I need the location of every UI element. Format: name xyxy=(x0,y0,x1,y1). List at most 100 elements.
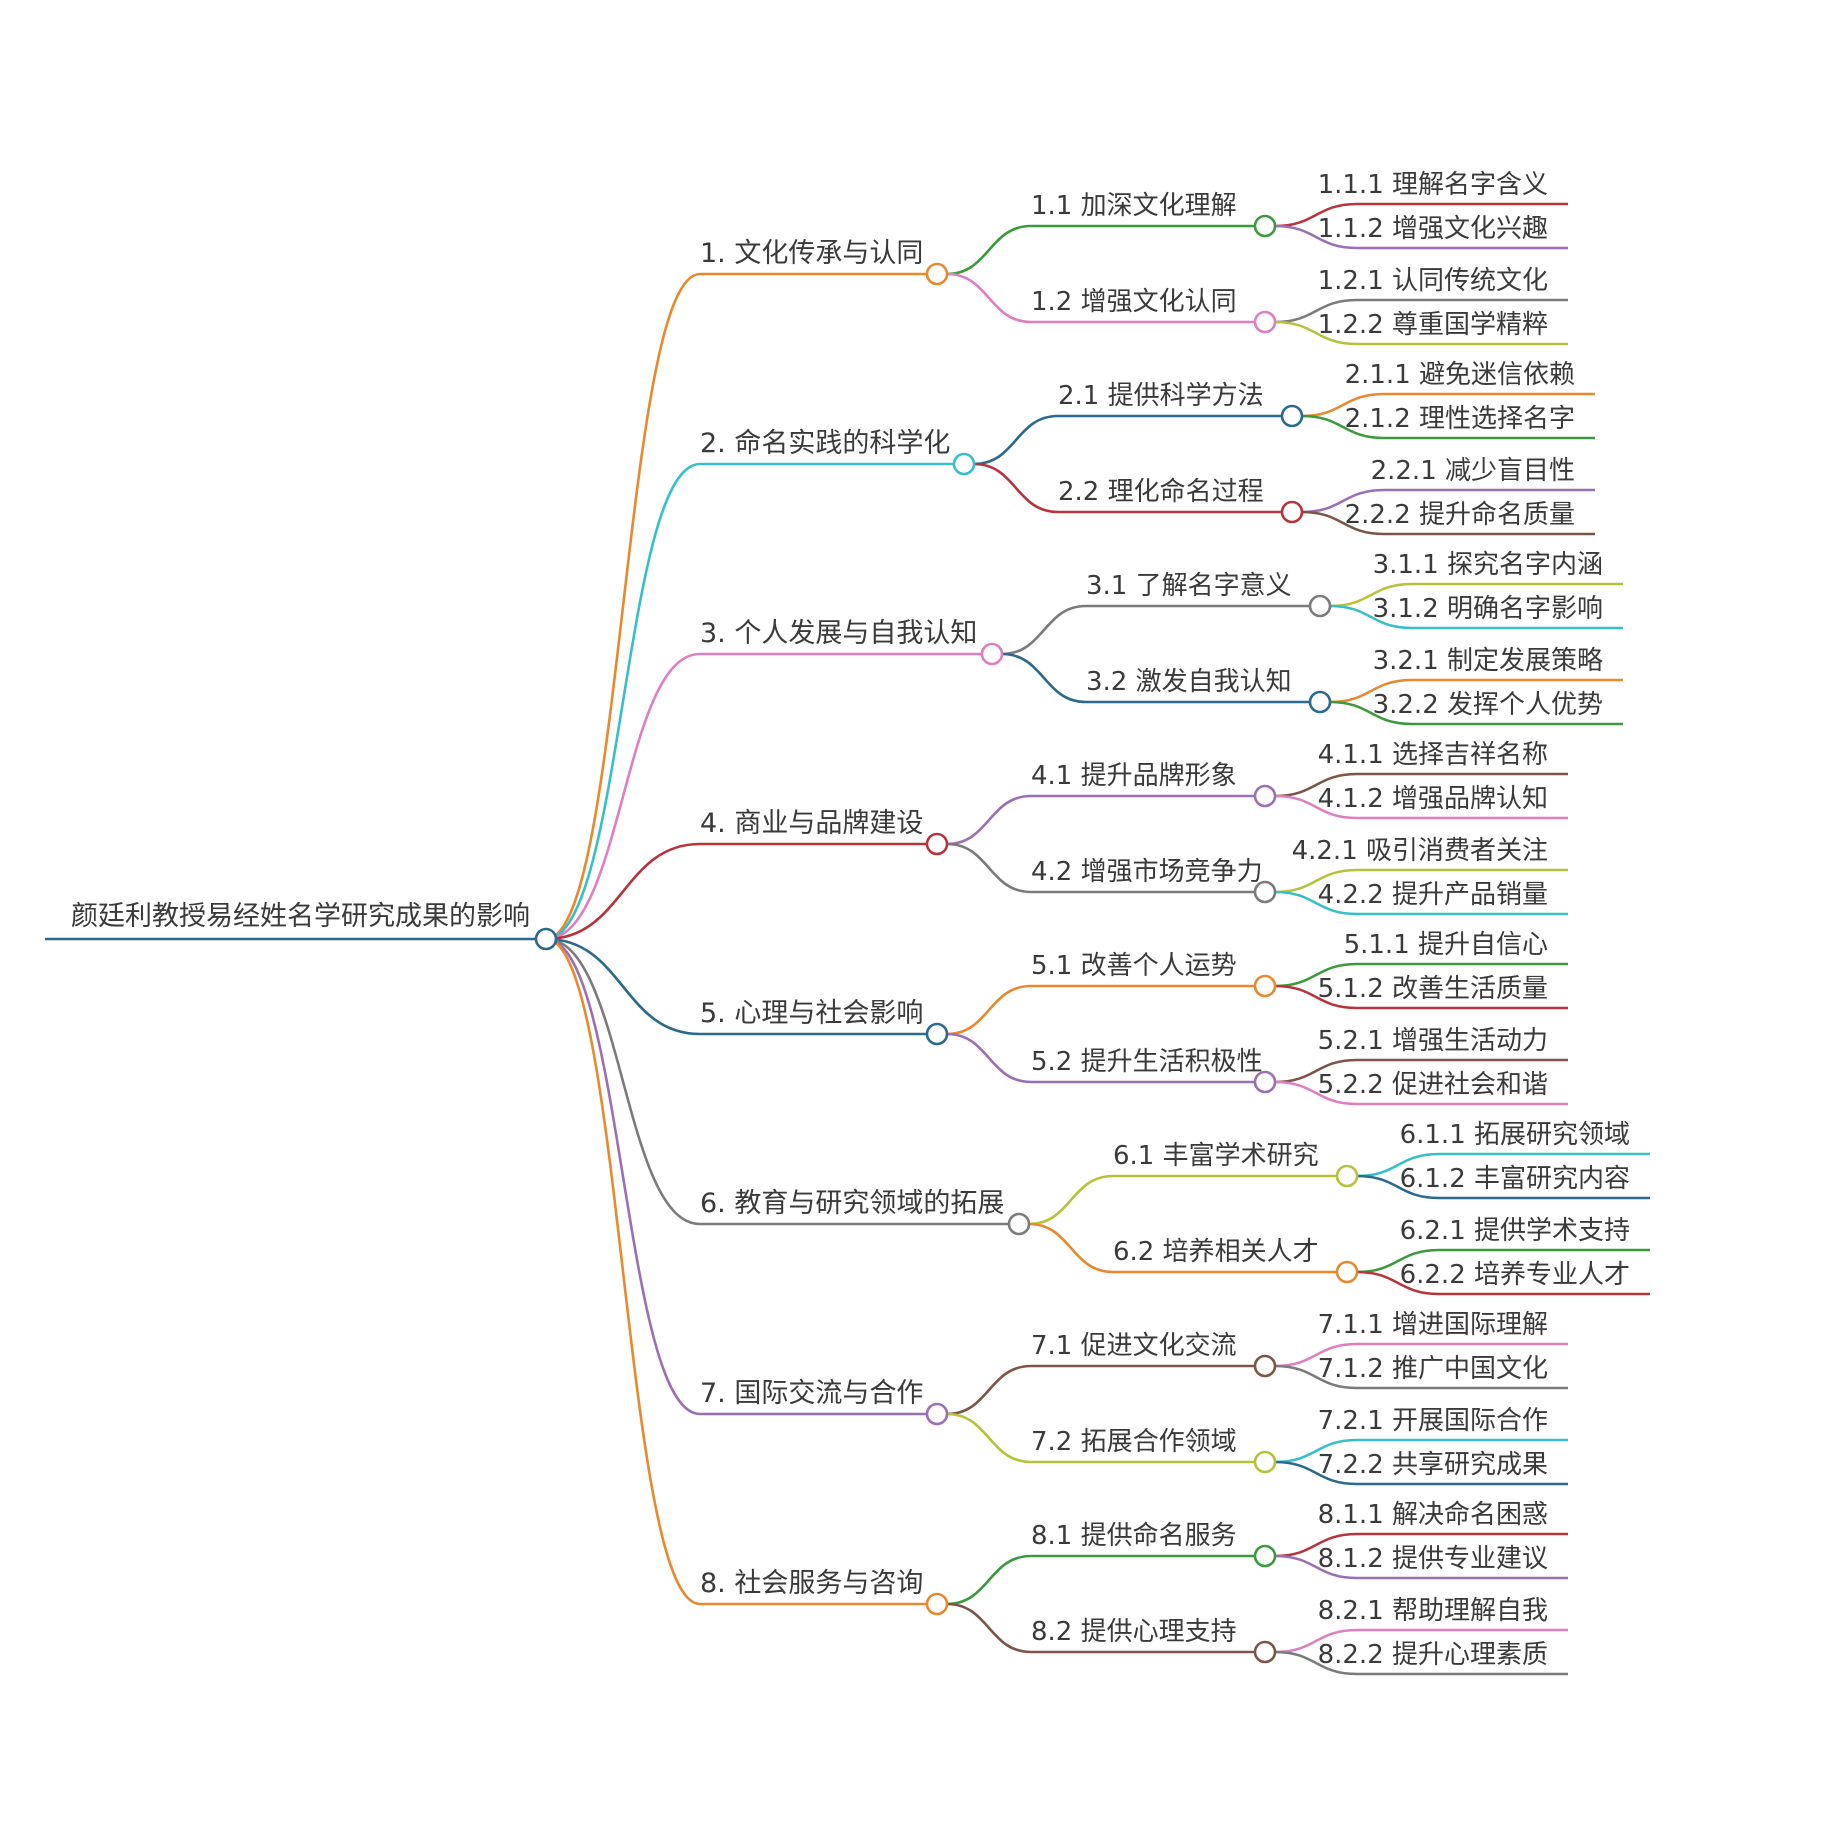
subtopic-node-dot[interactable] xyxy=(1335,1164,1359,1188)
subtopic: 2.2 理化命名过程 xyxy=(1058,477,1264,507)
branch-node-dot[interactable] xyxy=(925,1592,949,1616)
leaf-connector xyxy=(1356,1152,1440,1178)
branch-node-dot[interactable] xyxy=(980,642,1004,666)
subtopic: 1.1 加深文化理解 xyxy=(1031,191,1237,221)
leaf-connector xyxy=(1274,794,1358,820)
leaf-connector xyxy=(1274,1628,1358,1654)
leaf-topic: 6.1.2 丰富研究内容 xyxy=(1400,1164,1630,1194)
subtopic-node-dot[interactable] xyxy=(1253,784,1277,808)
leaf-connector xyxy=(1301,392,1385,418)
leaf-connector xyxy=(1274,1058,1358,1084)
subtopic-node-dot[interactable] xyxy=(1253,1070,1277,1094)
leaf-connector xyxy=(1274,962,1358,988)
subtopic-connector xyxy=(946,272,1032,324)
leaf-connector xyxy=(1274,298,1358,324)
leaf-connector xyxy=(1274,1532,1358,1558)
subtopic-node-dot[interactable] xyxy=(1253,880,1277,904)
root-node-dot[interactable] xyxy=(534,927,558,951)
leaf-connector xyxy=(1274,984,1358,1010)
subtopic-node-dot[interactable] xyxy=(1280,404,1304,428)
branch-connector xyxy=(545,937,701,1416)
branch-topic: 1. 文化传承与认同 xyxy=(700,238,923,269)
leaf-topic: 7.2.2 共享研究成果 xyxy=(1318,1450,1548,1480)
subtopic-node-dot[interactable] xyxy=(1253,1544,1277,1568)
leaf-connector xyxy=(1301,414,1385,440)
branch-topic: 6. 教育与研究领域的拓展 xyxy=(700,1188,1004,1219)
branch-connector xyxy=(545,462,701,941)
branch-topic: 5. 心理与社会影响 xyxy=(700,998,923,1029)
leaf-topic: 7.1.1 增进国际理解 xyxy=(1318,1310,1548,1340)
subtopic: 2.1 提供科学方法 xyxy=(1058,381,1264,411)
subtopic-node-dot[interactable] xyxy=(1253,1450,1277,1474)
subtopic-connector xyxy=(1001,604,1087,656)
branch-node-dot[interactable] xyxy=(1007,1212,1031,1236)
leaf-topic: 6.2.1 提供学术支持 xyxy=(1400,1216,1630,1246)
subtopic-connector xyxy=(946,224,1032,276)
subtopic-node-dot[interactable] xyxy=(1308,690,1332,714)
leaf-topic: 5.1.1 提升自信心 xyxy=(1344,930,1548,960)
leaf-topic: 2.2.1 减少盲目性 xyxy=(1371,456,1575,486)
leaf-topic: 1.2.1 认同传统文化 xyxy=(1318,266,1548,296)
branch-node-dot[interactable] xyxy=(925,262,949,286)
leaf-topic: 8.2.1 帮助理解自我 xyxy=(1318,1596,1548,1626)
subtopic-node-dot[interactable] xyxy=(1253,310,1277,334)
subtopic: 6.2 培养相关人才 xyxy=(1113,1237,1319,1267)
branch-connector xyxy=(545,937,701,1606)
branch-node-dot[interactable] xyxy=(952,452,976,476)
branch-topic: 7. 国际交流与合作 xyxy=(700,1378,923,1409)
subtopic: 1.2 增强文化认同 xyxy=(1031,287,1237,317)
branch-node-dot[interactable] xyxy=(925,832,949,856)
subtopic-node-dot[interactable] xyxy=(1253,1354,1277,1378)
leaf-connector xyxy=(1274,1650,1358,1676)
subtopic-connector xyxy=(946,984,1032,1036)
subtopic-connector xyxy=(973,462,1059,514)
subtopic-connector xyxy=(1028,1174,1114,1226)
leaf-connector xyxy=(1274,868,1358,894)
leaf-topic: 1.1.1 理解名字含义 xyxy=(1318,170,1548,200)
subtopic: 7.1 促进文化交流 xyxy=(1031,1331,1237,1361)
leaf-connector xyxy=(1274,772,1358,798)
subtopic-connector xyxy=(1001,652,1087,704)
subtopic: 4.1 提升品牌形象 xyxy=(1031,761,1237,791)
leaf-connector xyxy=(1274,1342,1358,1368)
branch-node-dot[interactable] xyxy=(925,1022,949,1046)
subtopic: 5.2 提升生活积极性 xyxy=(1031,1047,1263,1077)
subtopic: 3.1 了解名字意义 xyxy=(1086,571,1292,601)
subtopic-connector xyxy=(946,1412,1032,1464)
leaf-connector xyxy=(1329,582,1413,608)
subtopic-node-dot[interactable] xyxy=(1253,974,1277,998)
leaf-topic: 3.1.1 探究名字内涵 xyxy=(1373,550,1603,580)
branch-node-dot[interactable] xyxy=(925,1402,949,1426)
leaf-connector xyxy=(1356,1248,1440,1274)
leaf-connector xyxy=(1274,890,1358,916)
leaf-topic: 3.1.2 明确名字影响 xyxy=(1373,594,1603,624)
subtopic-node-dot[interactable] xyxy=(1253,214,1277,238)
branch-topic: 3. 个人发展与自我认知 xyxy=(700,618,977,649)
subtopic-connector xyxy=(1028,1222,1114,1274)
leaf-topic: 4.2.1 吸引消费者关注 xyxy=(1292,836,1548,866)
leaf-connector xyxy=(1274,320,1358,346)
leaf-topic: 5.2.2 促进社会和谐 xyxy=(1318,1070,1548,1100)
leaf-topic: 5.1.2 改善生活质量 xyxy=(1318,974,1548,1004)
branch-connector xyxy=(545,937,701,1226)
leaf-topic: 7.2.1 开展国际合作 xyxy=(1318,1406,1548,1436)
leaf-connector xyxy=(1356,1174,1440,1200)
leaf-topic: 4.2.2 提升产品销量 xyxy=(1318,880,1548,910)
leaf-connector xyxy=(1301,488,1385,514)
subtopic-node-dot[interactable] xyxy=(1253,1640,1277,1664)
subtopic-node-dot[interactable] xyxy=(1335,1260,1359,1284)
leaf-connector xyxy=(1274,1554,1358,1580)
subtopic-node-dot[interactable] xyxy=(1280,500,1304,524)
subtopic-connector xyxy=(946,842,1032,894)
leaf-connector xyxy=(1274,224,1358,250)
branch-topic: 2. 命名实践的科学化 xyxy=(700,428,950,459)
leaf-topic: 5.2.1 增强生活动力 xyxy=(1318,1026,1548,1056)
subtopic-node-dot[interactable] xyxy=(1308,594,1332,618)
leaf-topic: 4.1.2 增强品牌认知 xyxy=(1318,784,1548,814)
branch-connector xyxy=(545,937,701,1036)
subtopic-connector xyxy=(946,1032,1032,1084)
leaf-connector xyxy=(1274,202,1358,228)
branch-topic: 8. 社会服务与咨询 xyxy=(700,1568,923,1599)
leaf-connector xyxy=(1329,604,1413,630)
branch-topic: 4. 商业与品牌建设 xyxy=(700,808,923,839)
